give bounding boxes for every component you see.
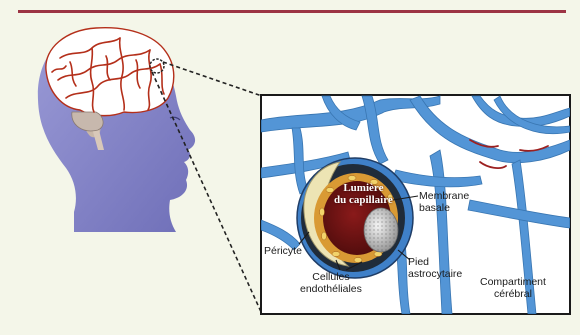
label-cellules-endotheliales: Cellules endothéliales xyxy=(300,271,362,295)
label-pericyte: Péricyte xyxy=(264,245,302,257)
label-lumen-line1: Lumière xyxy=(334,182,393,194)
label-compartiment-line2: cérébral xyxy=(480,288,546,300)
label-membrane-line2: basale xyxy=(419,202,469,214)
label-pied-line1: Pied xyxy=(408,256,462,268)
label-pied-astrocytaire: Pied astrocytaire xyxy=(408,256,462,280)
label-compartiment-line1: Compartiment xyxy=(480,276,546,288)
label-membrane-line1: Membrane xyxy=(419,190,469,202)
label-lumen: Lumière du capillaire xyxy=(334,182,393,206)
label-pied-line2: astrocytaire xyxy=(408,268,462,280)
label-compartiment-cerebral: Compartiment cérébral xyxy=(480,276,546,300)
label-lumen-line2: du capillaire xyxy=(334,194,393,206)
label-cellules-line1: Cellules xyxy=(300,271,362,283)
label-cellules-line2: endothéliales xyxy=(300,283,362,295)
label-membrane-basale: Membrane basale xyxy=(419,190,469,214)
capillary-cross-section xyxy=(297,158,413,278)
